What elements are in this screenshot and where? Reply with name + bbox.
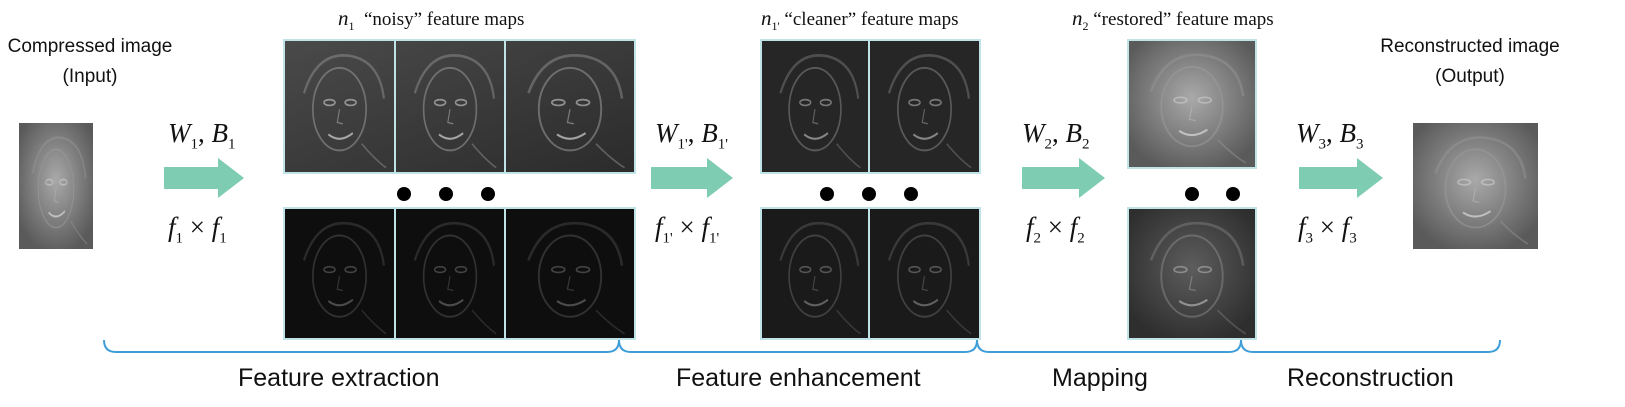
ellipsis-dots-cleaner (820, 187, 918, 201)
brace-reconstruction (1240, 339, 1501, 353)
stage-mapping: Mapping (1052, 364, 1148, 392)
op1-filter-size: f1 × f1 (168, 212, 227, 247)
input-label-line2: (Input) (62, 66, 118, 87)
arrow-2 (651, 158, 733, 198)
op3-weights-biases: W2, B2 (1022, 118, 1090, 153)
cleaner-feature-maps-top (760, 39, 981, 174)
input-label: Compressed image (Input) (0, 32, 180, 92)
arrow-3 (1022, 158, 1105, 198)
ellipsis-dots-noisy (397, 187, 495, 201)
op3-filter-size: f2 × f2 (1026, 212, 1085, 247)
noisy-maps-title-text: “noisy” feature maps (364, 9, 525, 30)
output-label: Reconstructed image (Output) (1365, 32, 1575, 92)
stage-braces (103, 339, 1501, 353)
cleaner-feature-maps-bottom (760, 207, 981, 340)
ellipsis-dots-restored (1185, 187, 1240, 201)
noisy-maps-title: n1 “noisy” feature maps (338, 6, 525, 33)
stage-feature-extraction: Feature extraction (238, 364, 440, 392)
input-image (19, 123, 93, 249)
arrow-4 (1299, 158, 1383, 198)
op1-weights-biases: W1, B1 (168, 118, 236, 153)
restored-feature-map-top (1127, 39, 1257, 169)
cleaner-maps-title: n1' “cleaner” feature maps (761, 6, 959, 33)
brace-feature-enhancement (618, 339, 978, 353)
arrow-1 (164, 158, 244, 198)
operation-arrows (164, 158, 1383, 198)
op2-weights-biases: W1', B1' (655, 118, 728, 153)
stage-reconstruction: Reconstruction (1287, 364, 1454, 392)
brace-feature-extraction (103, 339, 620, 353)
restored-maps-title: n2 “restored” feature maps (1072, 6, 1274, 33)
output-label-line1: Reconstructed image (1380, 36, 1560, 57)
brace-mapping (976, 339, 1242, 353)
op4-weights-biases: W3, B3 (1296, 118, 1364, 153)
noisy-feature-maps-top (283, 39, 636, 174)
op2-filter-size: f1' × f1' (655, 212, 720, 247)
restored-maps-title-text: “restored” feature maps (1093, 9, 1274, 30)
output-image (1413, 123, 1538, 249)
stage-feature-enhancement: Feature enhancement (676, 364, 921, 392)
restored-feature-map-bottom (1127, 207, 1257, 340)
op4-filter-size: f3 × f3 (1298, 212, 1357, 247)
cleaner-maps-title-text: “cleaner” feature maps (784, 9, 959, 30)
input-label-line1: Compressed image (7, 36, 173, 57)
noisy-feature-maps-bottom (283, 207, 636, 340)
output-label-line2: (Output) (1435, 66, 1505, 87)
